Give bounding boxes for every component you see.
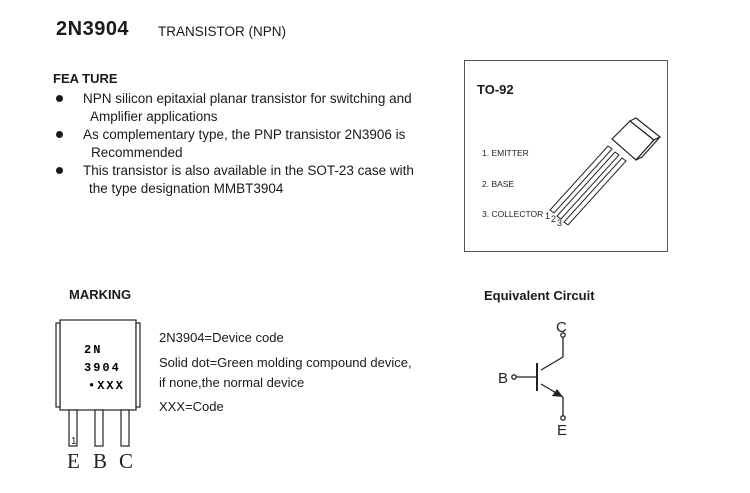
collector-label: C	[556, 319, 567, 336]
pin-number: 1	[545, 211, 550, 221]
equivalent-circuit-symbol: C B E	[498, 319, 567, 439]
base-label: B	[498, 370, 508, 387]
pin-label-collector: 3. COLLECTOR	[482, 209, 544, 219]
feature-item: NPN silicon epitaxial planar transistor …	[56, 90, 436, 126]
feature-item-line: NPN silicon epitaxial planar transistor …	[83, 91, 412, 106]
part-type: TRANSISTOR (NPN)	[158, 24, 287, 39]
pin-number: 3	[557, 218, 562, 228]
marking-heading: MARKING	[69, 287, 132, 302]
part-number: 2N3904	[56, 18, 130, 40]
pin-letter-collector: C	[119, 449, 133, 473]
marking-text-line: •XXX	[88, 379, 125, 393]
pin-label-base: 2. BASE	[482, 179, 515, 189]
emitter-label: E	[557, 422, 567, 439]
package-name: TO-92	[477, 82, 514, 97]
feature-item-line: This transistor is also available in the…	[83, 163, 414, 178]
marking-legend-line: 2N3904=Device code	[159, 330, 284, 345]
feature-item-line: the type designation MMBT3904	[89, 181, 284, 196]
feature-heading: FEA TURE	[53, 71, 118, 86]
marking-pin-number: 1	[71, 436, 77, 447]
feature-item-line: Recommended	[91, 145, 183, 160]
marking-text-line: 3904	[84, 361, 121, 375]
feature-item: As complementary type, the PNP transisto…	[56, 126, 436, 162]
marking-legend: 2N3904=Device code Solid dot=Green moldi…	[159, 328, 412, 417]
pin-label-emitter: 1. EMITTER	[482, 148, 529, 158]
feature-list: NPN silicon epitaxial planar transistor …	[56, 90, 436, 198]
marking-legend-line: Solid dot=Green molding compound device,	[159, 355, 412, 370]
feature-item: This transistor is also available in the…	[56, 162, 436, 198]
emitter-arrow-icon	[552, 389, 563, 397]
pin-number: 2	[551, 214, 556, 224]
to92-package-drawing: 1 2 3	[545, 117, 662, 228]
pin-letter-base: B	[93, 449, 107, 473]
package-box	[464, 60, 668, 252]
equivalent-circuit-heading: Equivalent Circuit	[484, 288, 595, 303]
marking-text-line: 2N	[84, 343, 102, 357]
feature-item-line: Amplifier applications	[90, 109, 218, 124]
feature-item-line: As complementary type, the PNP transisto…	[83, 127, 406, 142]
marking-package-drawing: 2N 3904 •XXX 1 E B C	[55, 319, 141, 473]
marking-legend-line: XXX=Code	[159, 399, 224, 414]
marking-legend-line: if none,the normal device	[159, 375, 305, 390]
pin-letter-emitter: E	[67, 449, 80, 473]
